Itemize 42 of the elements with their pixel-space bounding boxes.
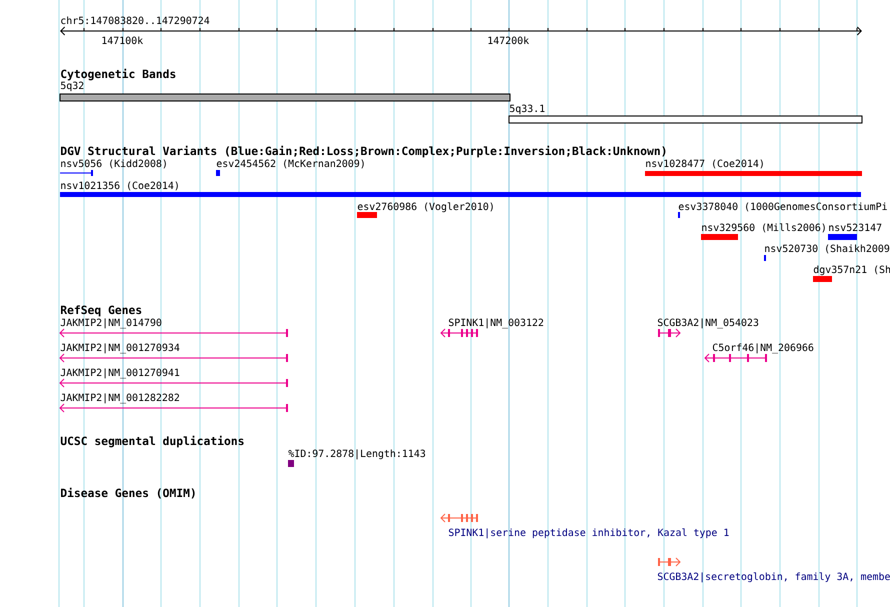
node-label: %ID:97.2878|Length:1143 (288, 449, 426, 460)
cytoband-feature: 5q32 (60, 82, 510, 102)
variant-feature: nsv329560 (Mills2006) (701, 223, 825, 240)
gene-feature: JAKMIP2|NM_001270934 (59, 343, 288, 362)
node-label: nsv1028477 (Coe2014) (646, 159, 763, 168)
gene-feature: SCGB3A2|NM_054023 (658, 318, 758, 338)
variant-feature: esv2454562 (McKernan2009) (216, 159, 364, 176)
disease-gene-feature: SCGB3A2|secretoglobin, family 3A, membe (658, 558, 890, 582)
node-label: esv2454562 (McKernan2009) (216, 159, 364, 168)
node-label: 5q32 (60, 82, 84, 92)
gene-feature: JAKMIP2|NM_001282282 (59, 393, 288, 412)
gene-feature: C5orf46|NM_206966 (704, 343, 814, 362)
variant-feature: nsv1021356 (Coe2014) (60, 181, 861, 197)
tick-label: 147100k (102, 36, 143, 44)
cytoband-feature: 5q33.1 (508, 104, 862, 124)
disease-gene-feature: SPINK1|serine peptidase inhibitor, Kazal type 1 (440, 514, 729, 538)
variant-feature: nsv523147 (828, 224, 882, 240)
gene-feature: JAKMIP2|NM_014790 (59, 318, 288, 338)
node-label: esv2760986 (Vogler2010) (358, 202, 493, 212)
gene-feature: SPINK1|NM_003122 (440, 318, 544, 338)
track-title: Disease Genes (OMIM) (61, 488, 195, 498)
variant-feature: esv2760986 (Vogler2010) (357, 202, 493, 218)
node-label: 5q33.1 (510, 104, 544, 114)
duplication-feature: %ID:97.2878|Length:1143 (288, 449, 426, 467)
track-title: DGV Structural Variants (Blue:Gain;Red:Loss;Brown:Complex;Purple:Inversion;Black:Unknown) (61, 146, 666, 158)
gene-feature: JAKMIP2|NM_001270941 (59, 368, 288, 388)
track-title: UCSC segmental duplications (60, 436, 244, 448)
node-label: nsv520730 (Shaikh2009 (765, 244, 890, 254)
variant-feature: dgv357n21 (Sh (813, 265, 890, 282)
coordinate-label: chr5:147083820..147290724 (61, 16, 210, 24)
track-title: Cytogenetic Bands (61, 68, 176, 80)
track-title: RefSeq Genes (61, 305, 142, 316)
node-label: esv3378040 (1000GenomesConsortiumPi (678, 202, 887, 212)
node-label: nsv523147 (829, 224, 882, 232)
variant-feature: esv3378040 (1000GenomesConsortiumPi (678, 202, 887, 218)
variant-feature: nsv520730 (Shaikh2009 (764, 244, 890, 261)
variant-feature: nsv5056 (Kidd2008) (60, 159, 166, 176)
tick-label: 147200k (488, 36, 529, 44)
node-label: dgv357n21 (Sh (814, 265, 890, 276)
node-label: nsv329560 (Mills2006) (702, 223, 825, 232)
node-label: nsv1021356 (Coe2014) (61, 181, 178, 190)
variant-feature: nsv1028477 (Coe2014) (645, 159, 862, 176)
